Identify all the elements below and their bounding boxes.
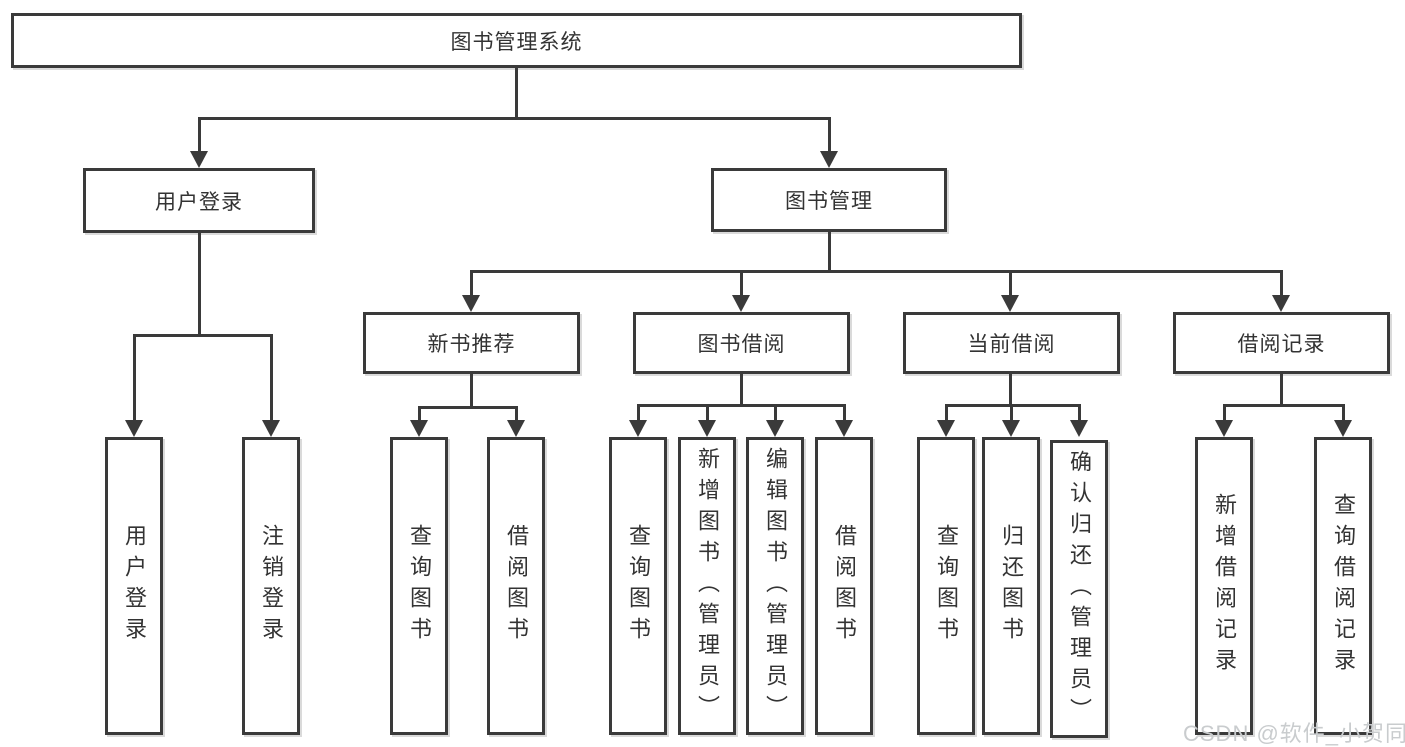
- arrowhead-down-icon: [766, 420, 784, 437]
- arrowhead-down-icon: [820, 151, 838, 168]
- node-label: 查询借阅记录: [1331, 493, 1356, 679]
- node-label: 借阅图书: [504, 524, 529, 648]
- connector-drop: [1009, 374, 1012, 405]
- connector-rail: [945, 404, 1081, 407]
- arrowhead-down-icon: [1272, 295, 1290, 312]
- node-user-login: 用户登录: [83, 168, 315, 233]
- node-label: 图书借阅: [697, 333, 786, 356]
- arrowhead-down-icon: [1001, 295, 1019, 312]
- arrowhead-down-icon: [1002, 420, 1020, 437]
- arrowhead-down-icon: [937, 420, 955, 437]
- node-label: 图书管理系统: [450, 30, 583, 54]
- connector-rail: [637, 404, 846, 407]
- leaf-logout: 注销登录: [242, 437, 300, 735]
- leaf-confirm-return-admin: 确认归还（管理员）: [1050, 440, 1108, 738]
- connector-rail: [418, 406, 518, 409]
- node-label: 归还图书: [999, 524, 1024, 648]
- connector-drop: [1280, 374, 1283, 405]
- node-label: 查询图书: [934, 524, 959, 648]
- arrowhead-down-icon: [629, 420, 647, 437]
- connector-user-login-stem: [198, 118, 201, 152]
- leaf-query-books-borrow: 查询图书: [609, 437, 667, 735]
- connector-book-mgmt-drop: [828, 232, 831, 271]
- node-label: 查询图书: [407, 524, 432, 648]
- node-label: 注销登录: [259, 524, 284, 648]
- connector-leaf-stem: [637, 405, 640, 421]
- leaf-query-borrow-record: 查询借阅记录: [1314, 437, 1372, 735]
- connector-leaf-stem: [515, 407, 518, 421]
- arrowhead-down-icon: [410, 420, 428, 437]
- node-label: 当前借阅: [967, 333, 1056, 356]
- node-label: 用户登录: [155, 190, 243, 214]
- node-label: 用户登录: [122, 524, 147, 648]
- leaf-add-book-admin: 新增图书（管理员）: [678, 437, 736, 735]
- arrowhead-down-icon: [1334, 420, 1352, 437]
- connector-leaf-stem: [1342, 405, 1345, 421]
- arrowhead-down-icon: [698, 420, 716, 437]
- csdn-watermark: CSDN @软件_小贺同学: [1183, 721, 1405, 746]
- node-label: 借阅图书: [832, 524, 857, 648]
- connector-level1-rail: [198, 117, 831, 120]
- arrowhead-down-icon: [732, 295, 750, 312]
- node-label: 新增借阅记录: [1212, 493, 1237, 679]
- connector-book-mgmt-stem: [828, 118, 831, 152]
- connector-user-login-rail: [133, 334, 273, 337]
- connector-drop: [470, 374, 473, 407]
- leaf-query-books-recommend: 查询图书: [390, 437, 448, 735]
- leaf-user-login: 用户登录: [105, 437, 163, 735]
- connector-user-login-drop: [198, 233, 201, 335]
- arrowhead-down-icon: [190, 151, 208, 168]
- connector-stem: [470, 271, 473, 296]
- connector-leaf-stem: [1223, 405, 1226, 421]
- node-library-management-system: 图书管理系统: [11, 13, 1022, 68]
- connector-leaf-stem: [418, 407, 421, 421]
- node-new-book-recommend: 新书推荐: [363, 312, 580, 374]
- arrowhead-down-icon: [835, 420, 853, 437]
- arrowhead-down-icon: [1070, 420, 1088, 437]
- connector-stem: [1280, 271, 1283, 296]
- leaf-borrow-books: 借阅图书: [815, 437, 873, 735]
- connector-leaf-stem: [1078, 405, 1081, 421]
- arrowhead-down-icon: [1215, 420, 1233, 437]
- connector-rail: [1223, 404, 1345, 407]
- node-borrow-records: 借阅记录: [1173, 312, 1390, 374]
- arrowhead-down-icon: [262, 420, 280, 437]
- node-current-borrow: 当前借阅: [903, 312, 1120, 374]
- leaf-edit-book-admin: 编辑图书（管理员）: [746, 437, 804, 735]
- connector-root-drop: [515, 68, 518, 118]
- arrowhead-down-icon: [507, 420, 525, 437]
- connector-leaf-stem: [1010, 405, 1013, 421]
- leaf-query-books-current: 查询图书: [917, 437, 975, 735]
- node-label: 确认归还（管理员）: [1067, 449, 1092, 729]
- leaf-add-borrow-record: 新增借阅记录: [1195, 437, 1253, 735]
- connector-leaf-stem: [843, 405, 846, 421]
- connector-drop: [740, 374, 743, 405]
- leaf-borrow-books-recommend: 借阅图书: [487, 437, 545, 735]
- node-label: 借阅记录: [1237, 333, 1326, 356]
- connector-leaf-stem: [774, 405, 777, 421]
- node-label: 编辑图书（管理员）: [763, 446, 788, 726]
- arrowhead-down-icon: [462, 295, 480, 312]
- node-label: 新书推荐: [427, 333, 516, 356]
- connector-leaf-stem: [945, 405, 948, 421]
- arrowhead-down-icon: [125, 420, 143, 437]
- leaf-return-book: 归还图书: [982, 437, 1040, 735]
- node-label: 图书管理: [785, 190, 873, 213]
- connector-stem: [740, 271, 743, 296]
- connector-leaf-stem: [133, 335, 136, 421]
- connector-leaf-stem: [706, 405, 709, 421]
- connector-leaf-stem: [270, 335, 273, 421]
- node-book-borrow: 图书借阅: [633, 312, 850, 374]
- node-label: 新增图书（管理员）: [695, 446, 720, 726]
- connector-stem: [1009, 271, 1012, 296]
- node-book-management: 图书管理: [711, 168, 947, 232]
- connector-level2-rail: [470, 270, 1283, 273]
- node-label: 查询图书: [626, 524, 651, 648]
